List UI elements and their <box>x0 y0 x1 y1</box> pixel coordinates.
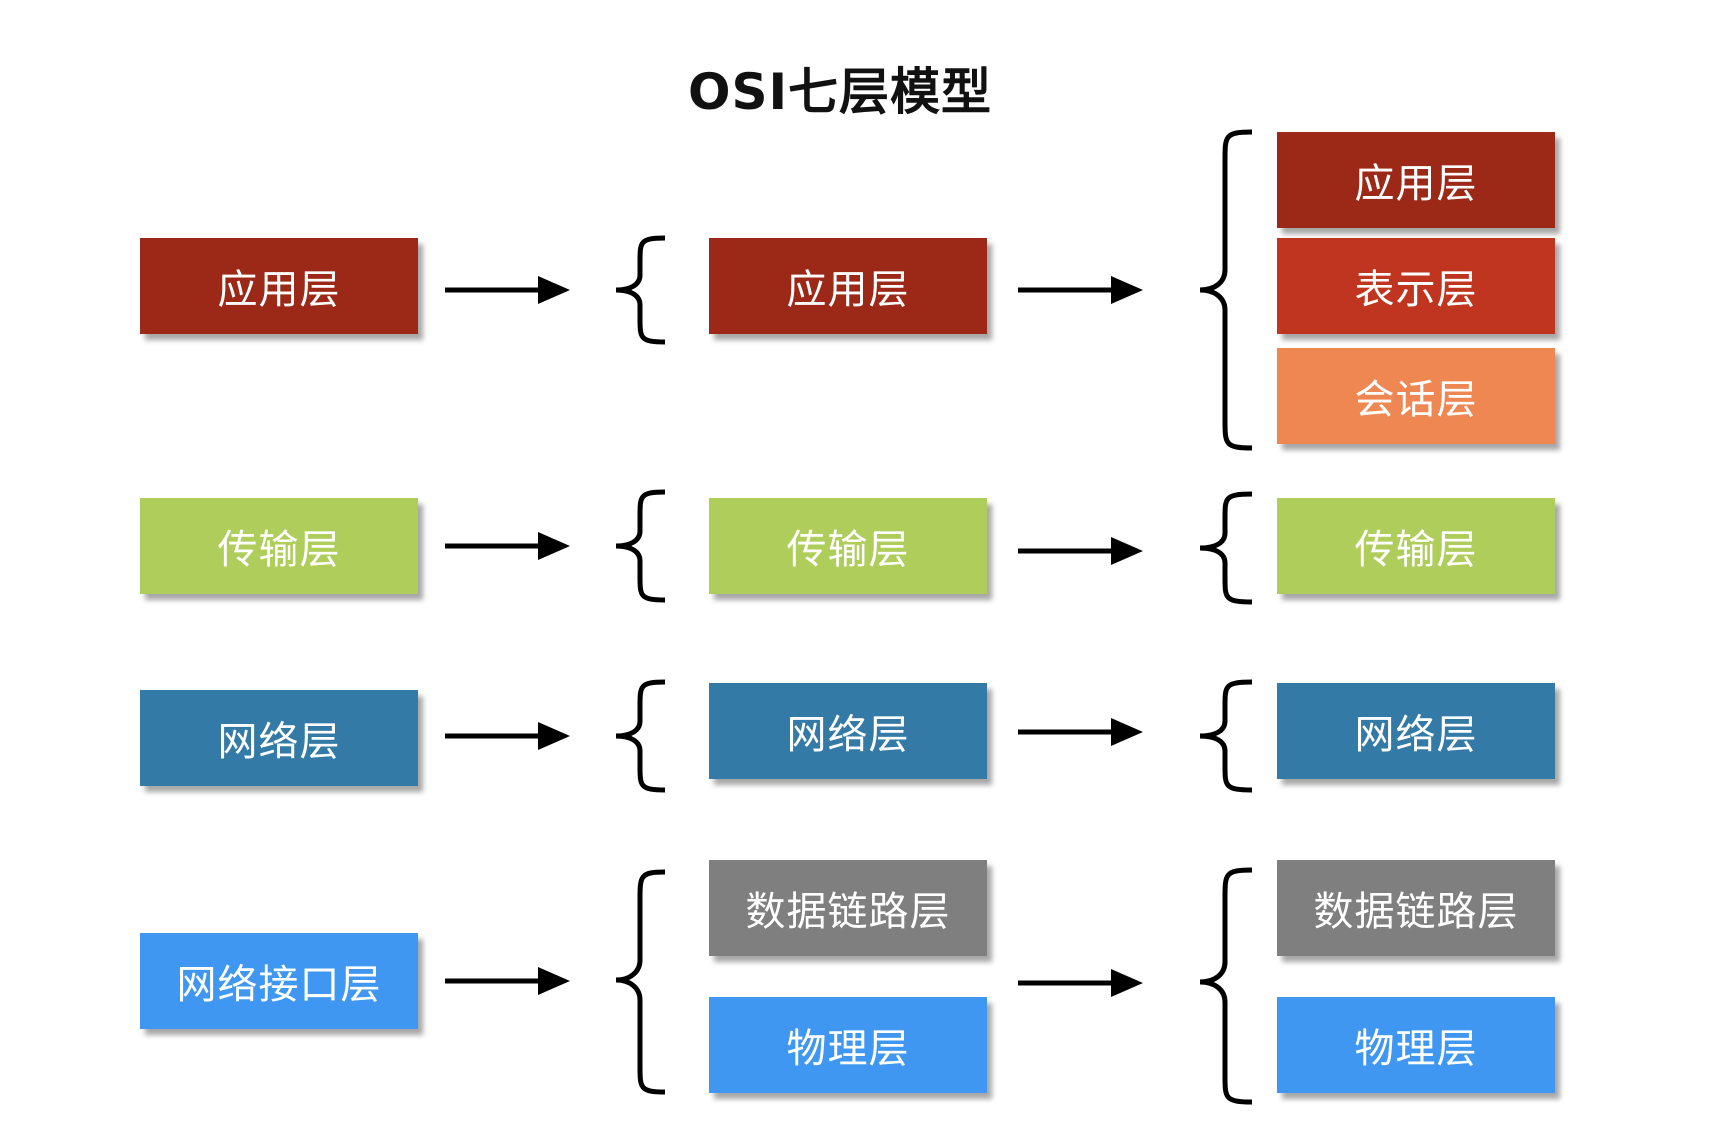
col3-datalink-layer: 数据链路层 <box>1277 860 1555 956</box>
brace-row1-col3 <box>1199 129 1253 451</box>
diagram-title: OSI七层模型 <box>687 63 993 121</box>
brace-row1-col2 <box>615 235 666 345</box>
col3-presentation-layer: 表示层 <box>1277 238 1555 334</box>
col3-session-layer: 会话层 <box>1277 348 1555 444</box>
col2-network-layer: 网络层 <box>709 683 987 779</box>
col3-physical-layer: 物理层 <box>1277 997 1555 1093</box>
arrow-row2-b-head <box>1111 537 1143 565</box>
col1-application-layer: 应用层 <box>140 238 418 334</box>
col2-transport-layer: 传输层 <box>709 498 987 594</box>
col2-datalink-layer: 数据链路层 <box>709 860 987 956</box>
arrow-row3-b-head <box>1111 718 1143 746</box>
arrow-row4-a-head <box>538 967 570 995</box>
arrow-row2-a-head <box>538 532 570 560</box>
col2-physical-layer: 物理层 <box>709 997 987 1093</box>
brace-row3-col3 <box>1199 679 1253 793</box>
col3-transport-layer: 传输层 <box>1277 498 1555 594</box>
col2-application-layer: 应用层 <box>709 238 987 334</box>
col3-application-layer: 应用层 <box>1277 132 1555 228</box>
col1-network-interface-layer: 网络接口层 <box>140 933 418 1029</box>
brace-row4-col3 <box>1199 867 1253 1105</box>
arrow-row1-a-head <box>538 276 570 304</box>
brace-row4-col2 <box>615 869 666 1095</box>
arrow-row4-b-head <box>1111 969 1143 997</box>
brace-row2-col3 <box>1199 491 1253 605</box>
col1-transport-layer: 传输层 <box>140 498 418 594</box>
col3-network-layer: 网络层 <box>1277 683 1555 779</box>
col1-network-layer: 网络层 <box>140 690 418 786</box>
brace-row2-col2 <box>615 489 666 603</box>
arrow-row3-a-head <box>538 722 570 750</box>
brace-row3-col2 <box>615 679 666 793</box>
arrow-row1-b-head <box>1111 276 1143 304</box>
